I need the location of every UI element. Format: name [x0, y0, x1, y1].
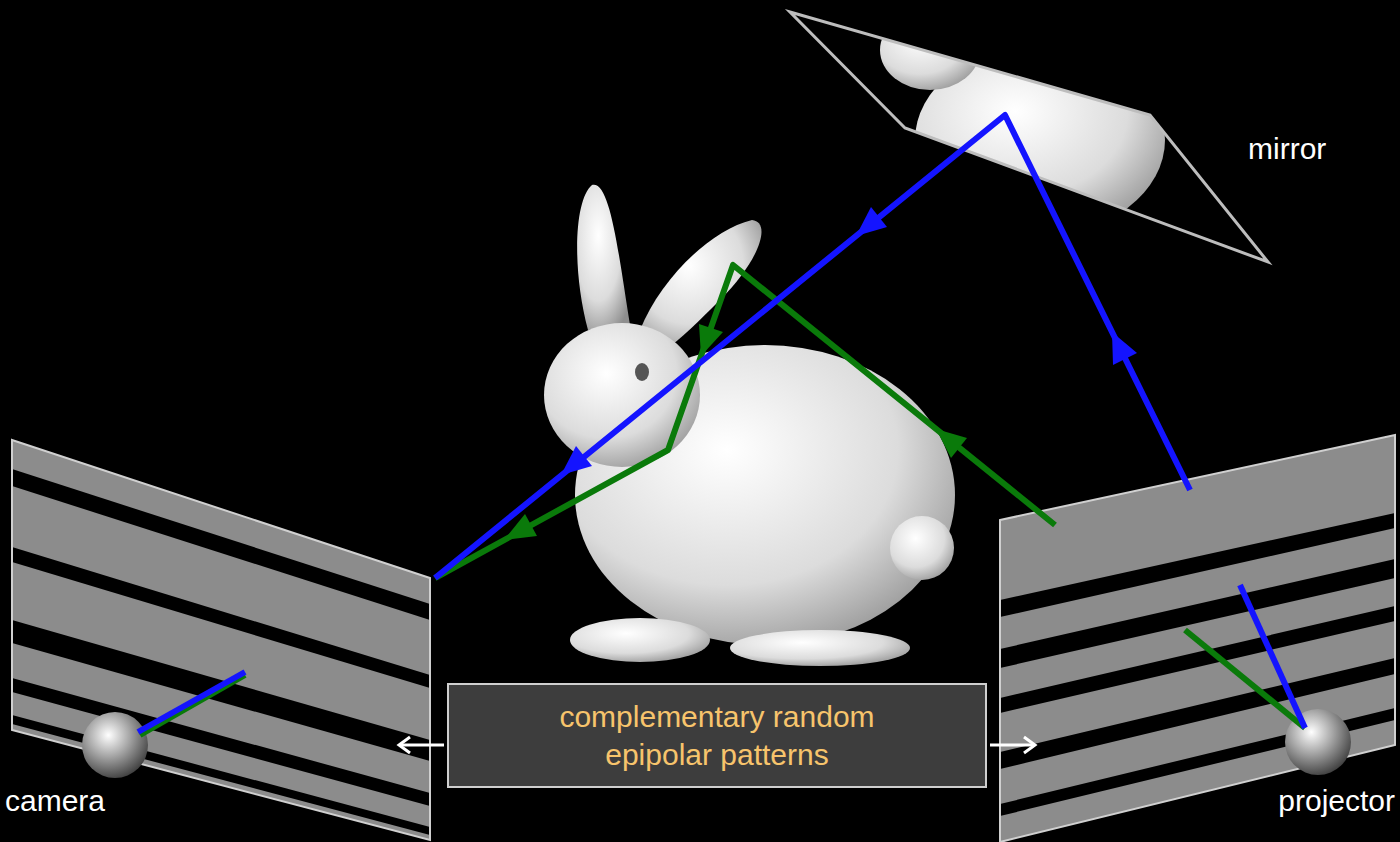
part-label: mirror — [1248, 132, 1326, 166]
projector-plane — [1000, 435, 1395, 842]
camera-sphere — [82, 712, 148, 778]
mirror — [790, 10, 1268, 262]
camera-plane — [12, 440, 430, 840]
light-rays — [138, 115, 1305, 735]
bunny — [544, 185, 955, 666]
part-label: projector — [1278, 784, 1395, 818]
ray-arrowheads — [504, 207, 1137, 540]
pattern-box: complementary random epipolar patterns — [447, 683, 987, 788]
box-text: complementary random epipolar patterns — [532, 698, 902, 773]
part-label: camera — [5, 784, 105, 818]
